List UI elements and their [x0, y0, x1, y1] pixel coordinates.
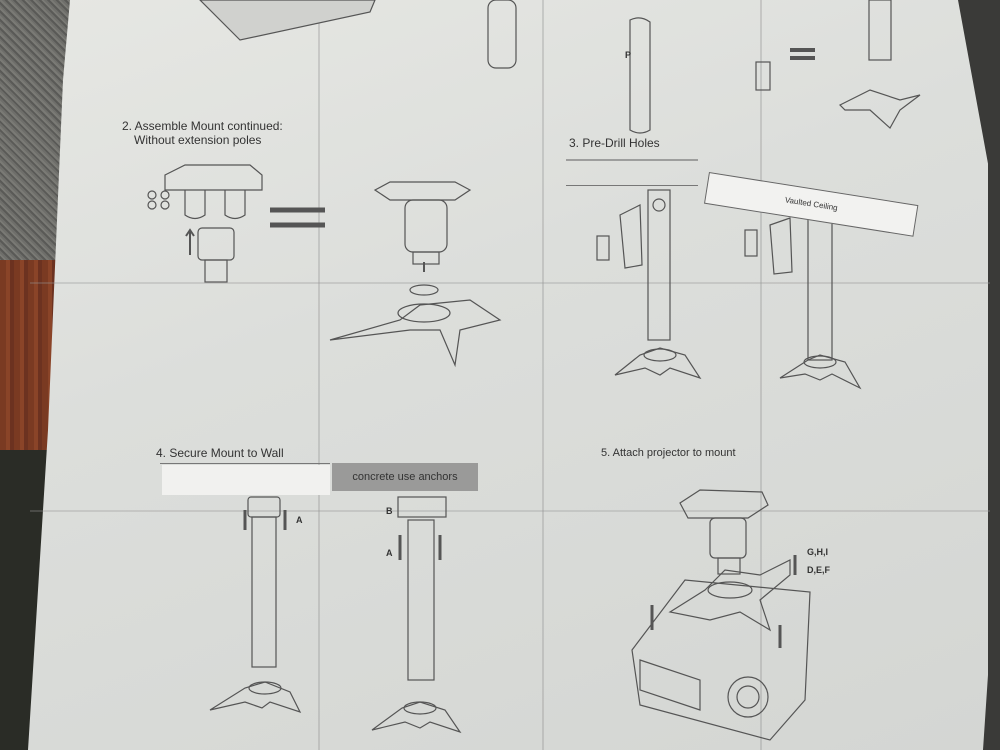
- label-a: A: [386, 548, 393, 558]
- step2-title-line1: 2. Assemble Mount continued:: [122, 119, 283, 133]
- label-p: P: [625, 50, 632, 60]
- label-def: D,E,F: [807, 565, 831, 575]
- fold-line: [542, 0, 544, 750]
- fold-line: [760, 0, 762, 750]
- label-ghi: G,H,I: [807, 547, 829, 557]
- fold-line: [30, 282, 990, 284]
- wall-panel: [162, 465, 330, 495]
- ceiling-line: [566, 185, 698, 186]
- step5-title: 5. Attach projector to mount: [601, 447, 736, 459]
- fold-line: [318, 0, 320, 750]
- label-b: B: [386, 506, 393, 516]
- step3-title: 3. Pre-Drill Holes: [569, 136, 660, 150]
- label-a: A: [296, 515, 303, 525]
- fold-line: [30, 510, 990, 512]
- vaulted-ceiling-label: Vaulted Ceiling: [784, 195, 839, 213]
- instruction-sheet: [28, 0, 988, 750]
- step2-title-line2: Without extension poles: [134, 133, 262, 147]
- concrete-note: concrete use anchors: [332, 463, 478, 491]
- wall-line: [160, 463, 330, 464]
- step4-title: 4. Secure Mount to Wall: [156, 446, 284, 460]
